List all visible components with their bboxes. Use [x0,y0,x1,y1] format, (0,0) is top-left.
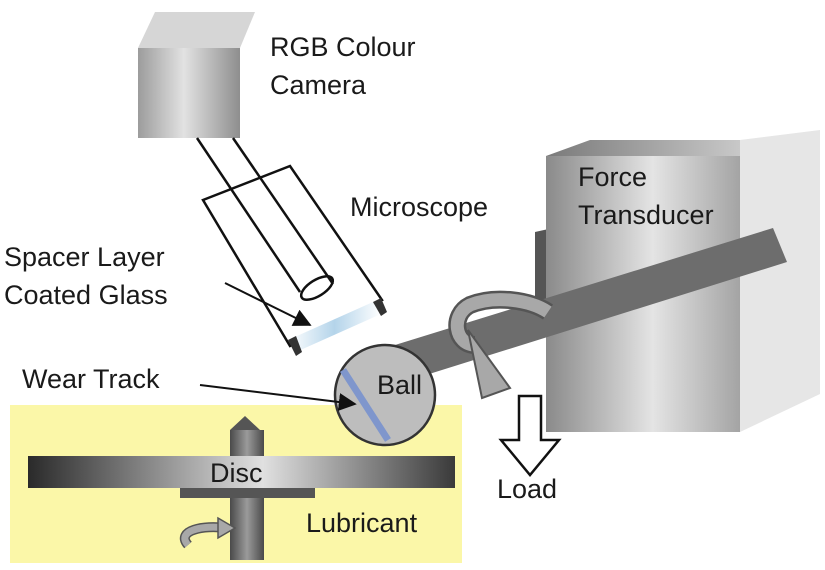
wear-track-label: Wear Track [22,364,160,394]
ball [333,343,437,447]
transducer-arm [395,228,787,380]
force-label-line2: Transducer [578,200,714,230]
ball-label: Ball [377,370,423,400]
wear-track-line [340,368,391,442]
disc-rotation-arrow [180,516,237,549]
wear-track-leader [199,384,357,411]
camera-body [138,12,255,138]
load-arrow [498,394,562,477]
spacer-leader [224,282,312,326]
microscope [195,137,384,348]
coated-glass [288,298,387,356]
force-label-line1: Force [578,162,648,192]
microscope-label: Microscope [350,192,489,222]
spacer-label-line2: Coated Glass [4,280,168,310]
camera-label-line1: RGB Colour [270,32,416,62]
disc-label: Disc [210,458,263,488]
load-label: Load [497,474,558,504]
disc-assembly [28,416,455,560]
camera-label-line2: Camera [270,70,367,100]
spacer-label-line1: Spacer Layer [4,242,165,272]
arm-rotation-arrow [448,290,553,400]
lubricant-label: Lubricant [306,508,418,538]
